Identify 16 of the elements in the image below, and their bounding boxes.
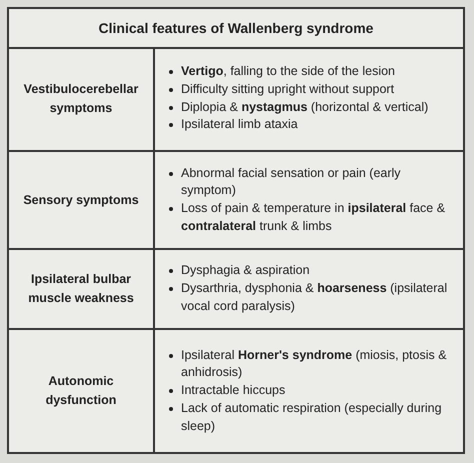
row-header: Autonomic dysfunction: [44, 373, 118, 409]
bullet-item: Dysarthria, dysphonia & hoarseness (ipsilateral vocal cord paralysis): [181, 281, 448, 313]
bullet-item: Vertigo, falling to the side of the lesion: [181, 64, 396, 78]
row-header: Sensory symptoms: [22, 192, 140, 209]
table-title: Clinical features of Wallenberg syndrome: [9, 9, 463, 49]
bullet-item: Dysphagia & aspiration: [181, 263, 310, 278]
bullet-item: Lack of automatic respiration (especially during sleep): [181, 400, 442, 433]
bullet-item: Difficulty sitting upright without support: [181, 82, 394, 96]
bullet-item: Intractable hiccups: [181, 383, 286, 398]
row-header: Vestibulocerebellar symptoms: [22, 80, 140, 117]
bullet-item: Loss of pain & temperature in ipsilateral face & contralateral trunk & limbs: [181, 201, 446, 233]
bullet-item: Ipsilateral Horner's syndrome (miosis, ptosis & anhidrosis): [181, 348, 447, 380]
row-header: Ipsilateral bulbar muscle weakness: [27, 271, 135, 307]
bullet-item: Ipsilateral limb ataxia: [181, 117, 298, 132]
bullet-item: Abnormal facial sensation or pain (early symptom): [181, 166, 401, 198]
bullet-item: Diplopia & nystagmus (horizontal & vertical): [181, 100, 428, 114]
